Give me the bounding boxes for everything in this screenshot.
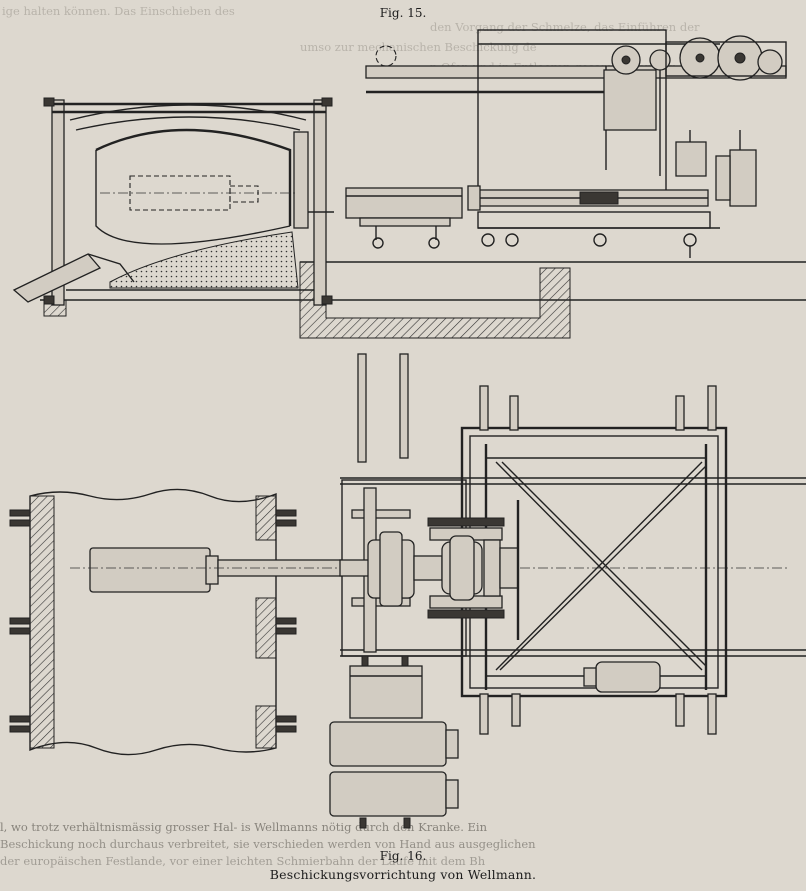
bleed-text-top-mid: den Vorgang der Schmelze, das Einführen … (430, 20, 700, 34)
furnace-plan-section (9, 488, 297, 756)
fig16-plan (9, 353, 806, 829)
charging-box-car (345, 187, 463, 249)
charging-machine-elevation (365, 29, 787, 258)
bleed-text-top-left: ige halten können. Das Einschieben des (2, 4, 235, 18)
bleed-text-bottom-2: Beschickung noch durchaus verbreitet, si… (0, 837, 536, 851)
charging-box-plan (70, 547, 790, 593)
figure-16-caption: Beschickungsvorrichtung von Wellmann. (269, 867, 537, 882)
furnace-frame (12, 97, 334, 306)
bleed-text-bottom-1: l, wo trotz verhältnismässig grosser Hal… (0, 820, 488, 834)
charging-machine-plan (339, 385, 806, 735)
peel-bar-left (357, 353, 367, 463)
charging-box-stack (329, 655, 459, 829)
peel-bar-right (399, 353, 409, 459)
figure-15-label: Fig. 15. (379, 6, 427, 20)
bleed-text-top-left-2: umso zur mechanischen Beschickung de (300, 40, 537, 54)
figure-16-label: Fig. 16. (379, 849, 427, 863)
fig15-elevation (12, 29, 806, 339)
bleed-text-bottom-3: der europäischen Festlande, vor einer le… (0, 854, 486, 868)
